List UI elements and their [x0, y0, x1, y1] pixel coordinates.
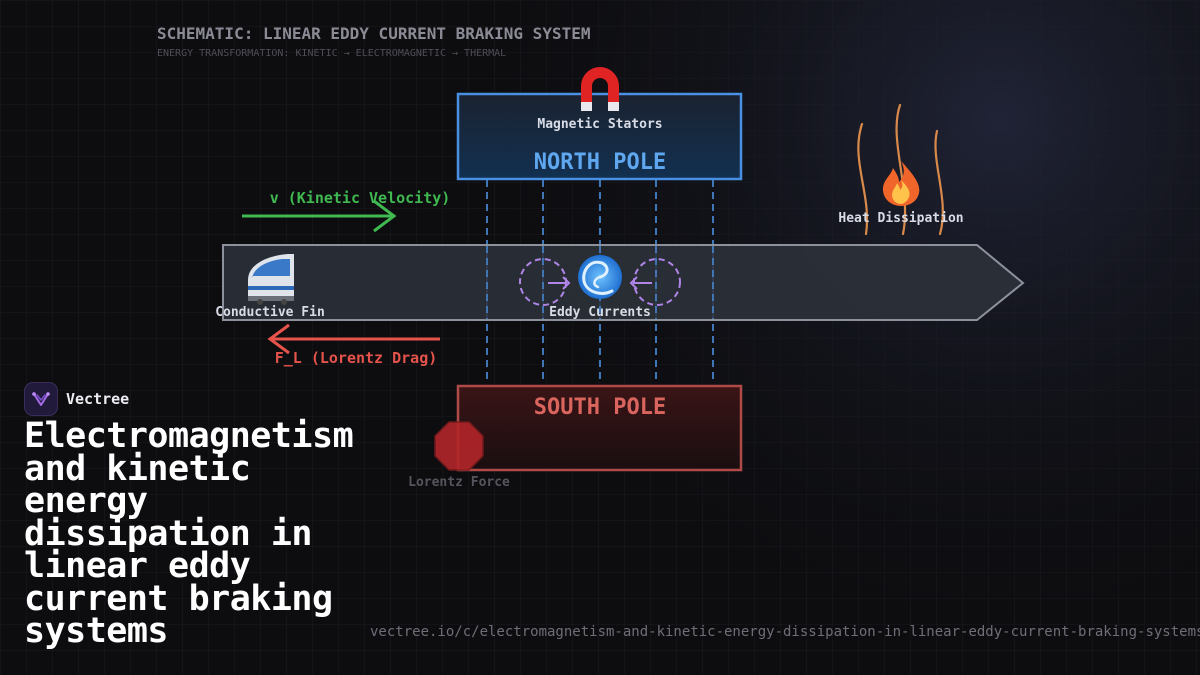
stop-sign-icon — [434, 421, 484, 471]
south-pole: SOUTH POLE — [456, 384, 743, 472]
fire-icon — [882, 161, 920, 206]
south-pole-label: SOUTH POLE — [534, 395, 666, 420]
eddy-loop-right — [629, 258, 681, 306]
eddy-currents-label: Eddy Currents — [549, 305, 651, 320]
brand-name: Vectree — [66, 390, 130, 408]
lorentz-drag-arrow — [267, 323, 440, 355]
page-url[interactable]: vectree.io/c/electromagnetism-and-kineti… — [370, 624, 1200, 640]
conductive-fin — [222, 244, 1025, 321]
north-pole-label: NORTH POLE — [534, 150, 666, 175]
velocity-arrow — [242, 199, 397, 233]
magnetic-stators-label: Magnetic Stators — [537, 117, 662, 132]
lorentz-drag-label: F_L (Lorentz Drag) — [275, 349, 438, 367]
north-pole: Magnetic Stators NORTH POLE — [456, 92, 743, 181]
velocity-label: v (Kinetic Velocity) — [270, 189, 451, 207]
schematic-title: SCHEMATIC: LINEAR EDDY CURRENT BRAKING S… — [157, 24, 590, 43]
heat-waves — [857, 103, 944, 236]
schematic-subtitle: ENERGY TRANSFORMATION: KINETIC → ELECTRO… — [157, 48, 506, 59]
page-headline: Electromagnetism and kinetic energy diss… — [24, 416, 354, 651]
cyclone-icon — [578, 255, 622, 299]
vectree-logo-icon — [24, 382, 58, 416]
eddy-loop-left — [519, 258, 571, 306]
train-icon — [248, 254, 294, 305]
lorentz-force-label: Lorentz Force — [408, 475, 510, 490]
brand[interactable]: Vectree — [24, 382, 129, 416]
heat-dissipation-label: Heat Dissipation — [838, 211, 963, 226]
conductive-fin-label: Conductive Fin — [215, 305, 325, 320]
magnet-icon — [581, 67, 619, 111]
